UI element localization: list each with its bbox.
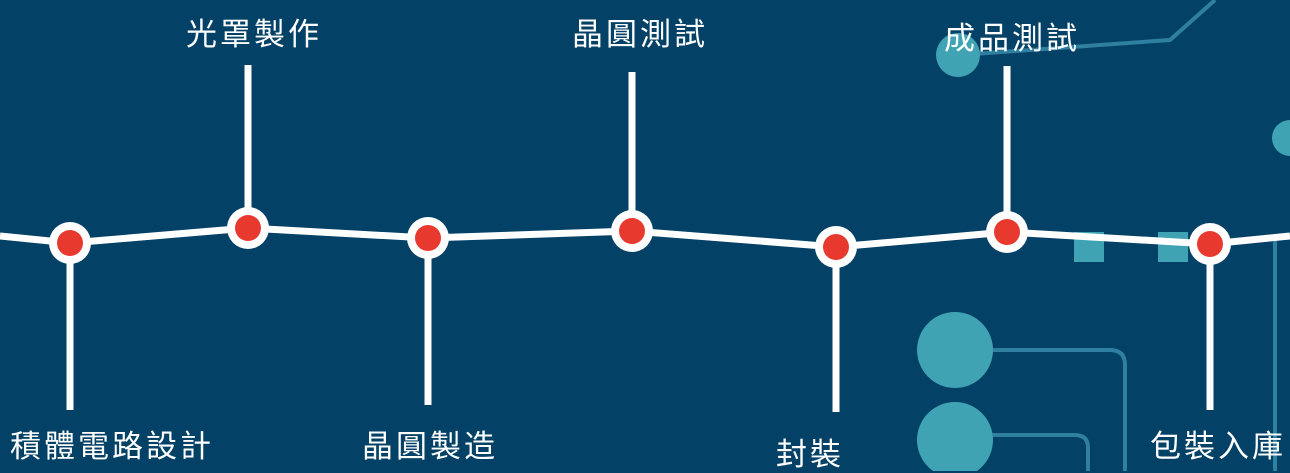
node-final-test bbox=[986, 211, 1028, 253]
circuit-trace bbox=[959, 0, 1217, 57]
label-fab: 晶圓製造 bbox=[362, 429, 498, 465]
node-dot bbox=[235, 215, 261, 241]
stems-layer bbox=[66, 65, 1214, 412]
node-wafer-test bbox=[611, 210, 653, 252]
circuit-trace bbox=[955, 433, 1090, 471]
node-mask bbox=[227, 207, 269, 249]
nodes-layer bbox=[49, 207, 1231, 268]
node-package bbox=[815, 226, 857, 268]
node-fab bbox=[407, 217, 449, 259]
circuit-pad bbox=[917, 402, 993, 471]
label-design: 積體電路設計 bbox=[10, 429, 214, 465]
circuit-pad bbox=[917, 312, 993, 388]
circuit-square bbox=[1158, 232, 1188, 262]
circuit-pad bbox=[1272, 120, 1290, 156]
label-wafer-test: 晶圓測試 bbox=[572, 17, 708, 53]
node-dot bbox=[415, 225, 441, 251]
circuit-trace bbox=[955, 348, 1127, 471]
node-dot bbox=[823, 234, 849, 260]
label-package: 封裝 bbox=[776, 437, 844, 473]
node-dot bbox=[619, 218, 645, 244]
node-pack-store bbox=[1189, 223, 1231, 265]
label-pack-store: 包裝入庫 bbox=[1150, 429, 1286, 465]
circuit-decoration bbox=[917, 0, 1290, 471]
label-mask: 光罩製作 bbox=[186, 17, 322, 53]
circuit-pad bbox=[936, 33, 980, 77]
node-design bbox=[49, 222, 91, 264]
node-dot bbox=[994, 219, 1020, 245]
label-final-test: 成品測試 bbox=[944, 21, 1080, 57]
node-dot bbox=[1197, 231, 1223, 257]
node-dot bbox=[57, 230, 83, 256]
